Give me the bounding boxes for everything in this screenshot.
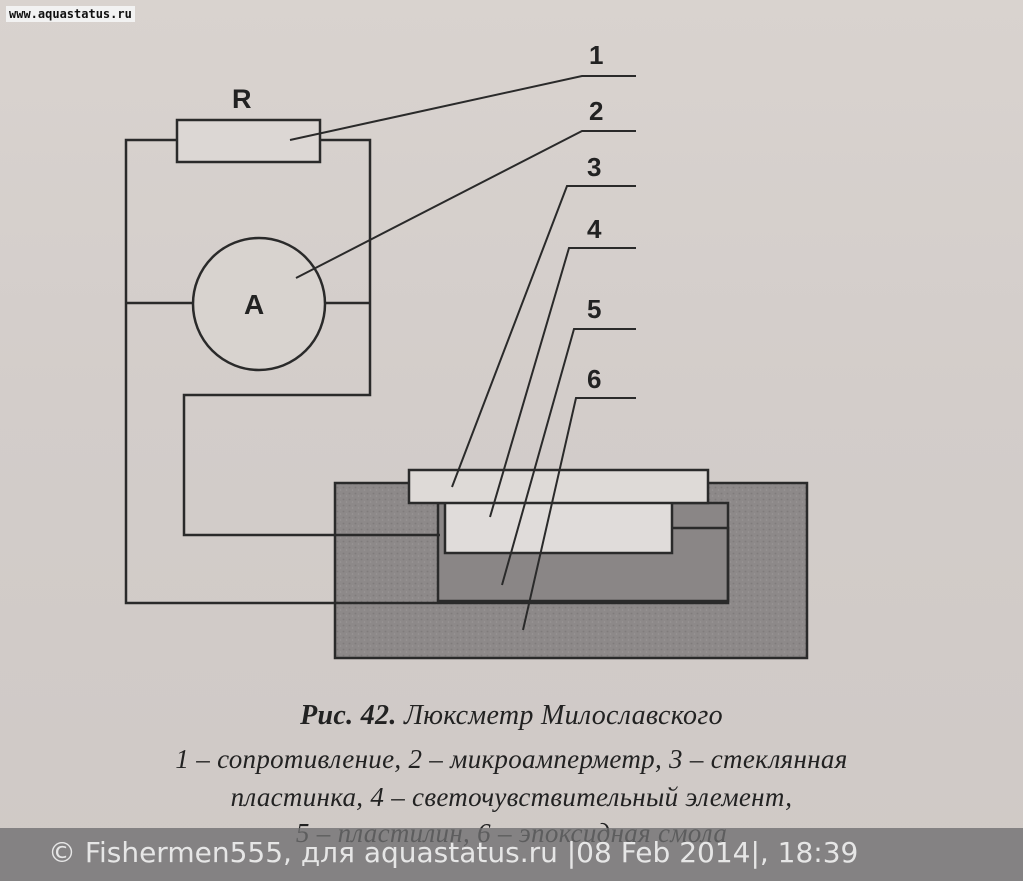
callout-leaders — [289, 75, 636, 631]
figure-number: Рис. 42. — [300, 700, 397, 731]
footer-copyright: © Fishermen555, для aquastatus.ru |08 Fe… — [48, 836, 859, 869]
callout-3: 3 — [587, 152, 601, 182]
resistor — [175, 118, 322, 164]
caption-line-1: 1 – сопротивление, 2 – микроамперметр, 3… — [175, 744, 848, 774]
callout-2: 2 — [589, 96, 603, 126]
microammeter-label: A — [244, 289, 264, 320]
callout-4: 4 — [587, 214, 602, 244]
figure-title: Люксметр Милославского — [403, 700, 723, 731]
figure-caption-title: Рис. 42. Люксметр Милославского — [0, 700, 1023, 732]
callout-1: 1 — [589, 40, 603, 70]
microammeter — [191, 236, 327, 372]
glass-plate — [407, 468, 710, 505]
site-url-watermark: www.aquastatus.ru — [6, 6, 135, 22]
callout-6: 6 — [587, 364, 601, 394]
caption-line-2: пластинка, 4 – светочувствительный элеме… — [230, 782, 793, 812]
footer-watermark-bar: © Fishermen555, для aquastatus.ru |08 Fe… — [0, 828, 1023, 881]
photosensitive-element — [443, 499, 674, 555]
circuit-wires — [124, 138, 730, 605]
callout-5: 5 — [587, 294, 601, 324]
resistor-label: R — [232, 84, 252, 114]
